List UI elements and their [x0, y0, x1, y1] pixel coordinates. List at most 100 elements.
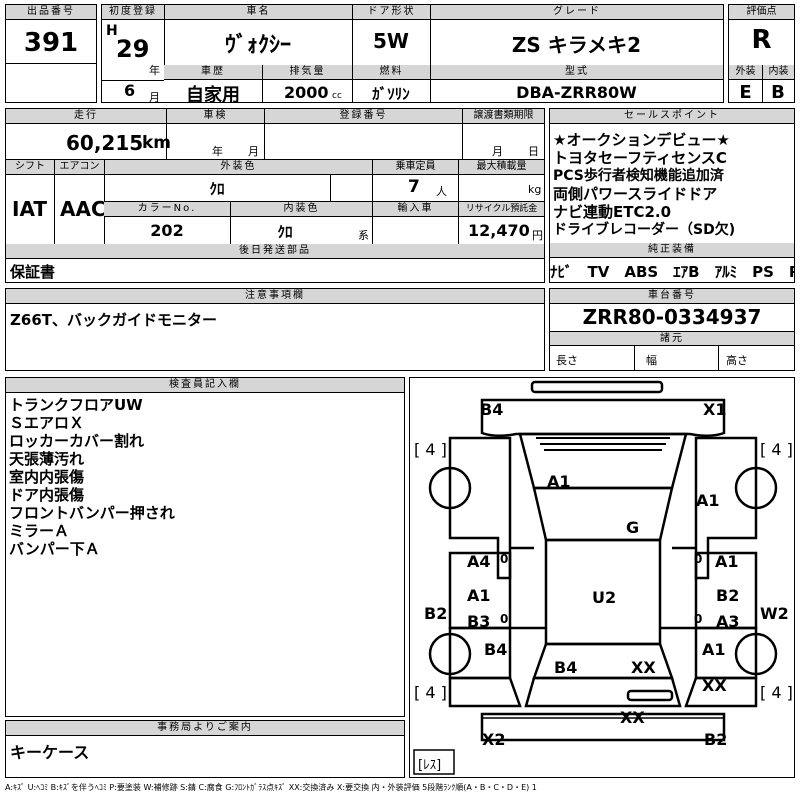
lot-box: 出品番号 391 [5, 4, 97, 103]
ext-score: E [739, 82, 752, 103]
spare-box [413, 749, 455, 775]
intcolor-unit: 系 [358, 229, 369, 242]
displacement: 2000 [284, 83, 329, 102]
tire-fl: [ 4 ] [414, 440, 447, 459]
mark-zero-r1: 0 [694, 552, 703, 566]
recycle-unit: 円 [532, 229, 543, 242]
front-bumper-bar [530, 380, 664, 394]
transfer-day: 日 [528, 145, 539, 158]
mark-a1-rr: A1 [702, 640, 726, 659]
left-front-fender [448, 436, 512, 580]
equipment: ﾅﾋﾞ TV ABS ｴｱB ｱﾙﾐ PS PW [550, 263, 794, 281]
sales-item: PCS歩行者検知機能追加済 [553, 168, 724, 184]
import-label: 輸入車 [372, 202, 458, 217]
name-label: 車名 [164, 5, 352, 20]
recycle-fee: 12,470 [468, 221, 530, 240]
inspector-line: ドア内張傷 [9, 486, 85, 504]
rear-right-tire [734, 632, 778, 676]
grade-label: グレード [430, 5, 723, 20]
recycle-label: リサイクル預託金 [458, 202, 544, 217]
capacity-unit: 人 [436, 185, 447, 198]
sales-label: セールスポイント [550, 109, 794, 124]
mark-xx-c: XX [631, 658, 656, 677]
chassis-number: ZRR80-0334937 [582, 305, 762, 329]
rear-left-tire [428, 632, 472, 676]
door-type: 5W [373, 29, 409, 53]
office-box: 事務局よりご案内 キーケース [5, 720, 405, 778]
interior-color: ｸﾛ [277, 223, 293, 241]
grade: ZS キラメキ2 [511, 33, 642, 57]
mark-b4-c: B4 [554, 658, 578, 677]
reg-label: 登録番号 [264, 109, 462, 124]
car-outline [413, 380, 778, 775]
right-front-fender [694, 436, 758, 580]
model-label: 型式 [430, 65, 723, 80]
office-text: キーケース [10, 743, 90, 762]
sales-item: トヨタセーフティセンスC [553, 149, 727, 167]
mark-b3: B3 [467, 612, 491, 631]
hood [518, 432, 688, 490]
mark-a3: A3 [716, 612, 740, 631]
mark-g: G [626, 518, 640, 537]
mark-x2: X2 [482, 730, 506, 749]
length-label: 長さ [556, 354, 578, 367]
inspector-box: 検査員記入欄 トランクフロアUW ＳエアロＸ ロッカーカバー割れ 天張薄汚れ 室… [5, 377, 405, 717]
history-label: 車歴 [164, 65, 262, 80]
dims-label: 諸元 [550, 332, 794, 346]
capacity: 7 [408, 177, 420, 197]
inspector-line: バンパー下Ａ [9, 540, 100, 558]
int-label: 内装 [762, 65, 794, 80]
era: H [106, 23, 118, 39]
sales-item: ★オークションデビュー★ [553, 131, 730, 149]
mark-w2: W2 [760, 604, 789, 623]
height-label: 高さ [726, 354, 748, 367]
inspector-line: 天張薄汚れ [9, 450, 85, 468]
mileage-label: 走行 [6, 109, 166, 124]
mark-zero-r2: 0 [694, 612, 703, 626]
front-right-tire [734, 466, 778, 510]
year-unit: 年 [149, 64, 160, 77]
mark-b2-r: B2 [716, 586, 740, 605]
colorno-label: カラーNo. [104, 202, 230, 217]
score-box: 評価点 R 外装 内装 E B [728, 4, 795, 103]
reg-month: 6 [124, 81, 136, 100]
lot-label: 出品番号 [6, 5, 96, 20]
reg-year: 29 [116, 35, 150, 63]
front-bumper [480, 398, 726, 437]
mark-zero-l1: 0 [500, 552, 509, 566]
sales-box: セールスポイント ★オークションデビュー★ トヨタセーフティセンスC PCS歩行… [549, 108, 795, 283]
chassis-box: 車台番号 ZRR80-0334937 諸元 長さ 幅 高さ [549, 288, 795, 371]
mark-b4-top: B4 [480, 400, 504, 419]
sales-item: ドライブレコーダー（SD欠) [553, 222, 736, 238]
office-label: 事務局よりご案内 [6, 721, 404, 736]
intcolor-label: 内装色 [230, 202, 372, 217]
inspector-list: トランクフロアUW ＳエアロＸ ロッカーカバー割れ 天張薄汚れ 室内内張傷 ドア… [9, 396, 175, 558]
details-box: 走行 車検 登録番号 譲渡書類期限 60,215 km 年 月 月 日 シフト … [5, 108, 545, 283]
inspector-line: ロッカーカバー割れ [9, 432, 145, 450]
history: 自家用 [186, 85, 240, 106]
transfer-month: 月 [492, 145, 503, 158]
notes-box: 注意事項欄 Z66T、バックガイドモニター [5, 288, 545, 371]
tire-rr: [ 4 ] [760, 683, 793, 702]
front-left-tire [428, 466, 472, 510]
int-score: B [771, 82, 785, 103]
damage-diagram: [ 4 ] [ 4 ] [ 4 ] [ 4 ] [ﾚｽ] B4 X1 A1 A1… [409, 377, 795, 778]
inspector-line: トランクフロアUW [9, 396, 143, 414]
inspector-line: 室内内張傷 [9, 468, 85, 486]
inspector-line: フロントバンパー押され [9, 504, 175, 522]
mark-u2: U2 [592, 588, 617, 607]
inspect-label: 車検 [166, 109, 264, 124]
mark-b2-l: B2 [424, 604, 448, 623]
inspector-line: ミラーＡ [9, 522, 70, 540]
sales-item: ナビ連動ETC2.0 [553, 203, 672, 221]
capacity-label: 乗車定員 [372, 160, 458, 175]
color-label: 外装色 [104, 160, 372, 175]
transfer-label: 譲渡書類期限 [462, 109, 544, 124]
mark-a1-r1: A1 [715, 552, 739, 571]
month-unit: 月 [149, 91, 160, 104]
load-unit: kg [528, 183, 542, 196]
mark-x1-top: X1 [703, 400, 727, 419]
score-label: 評価点 [729, 5, 794, 20]
windshield [532, 486, 674, 542]
lot-number: 391 [23, 28, 79, 58]
